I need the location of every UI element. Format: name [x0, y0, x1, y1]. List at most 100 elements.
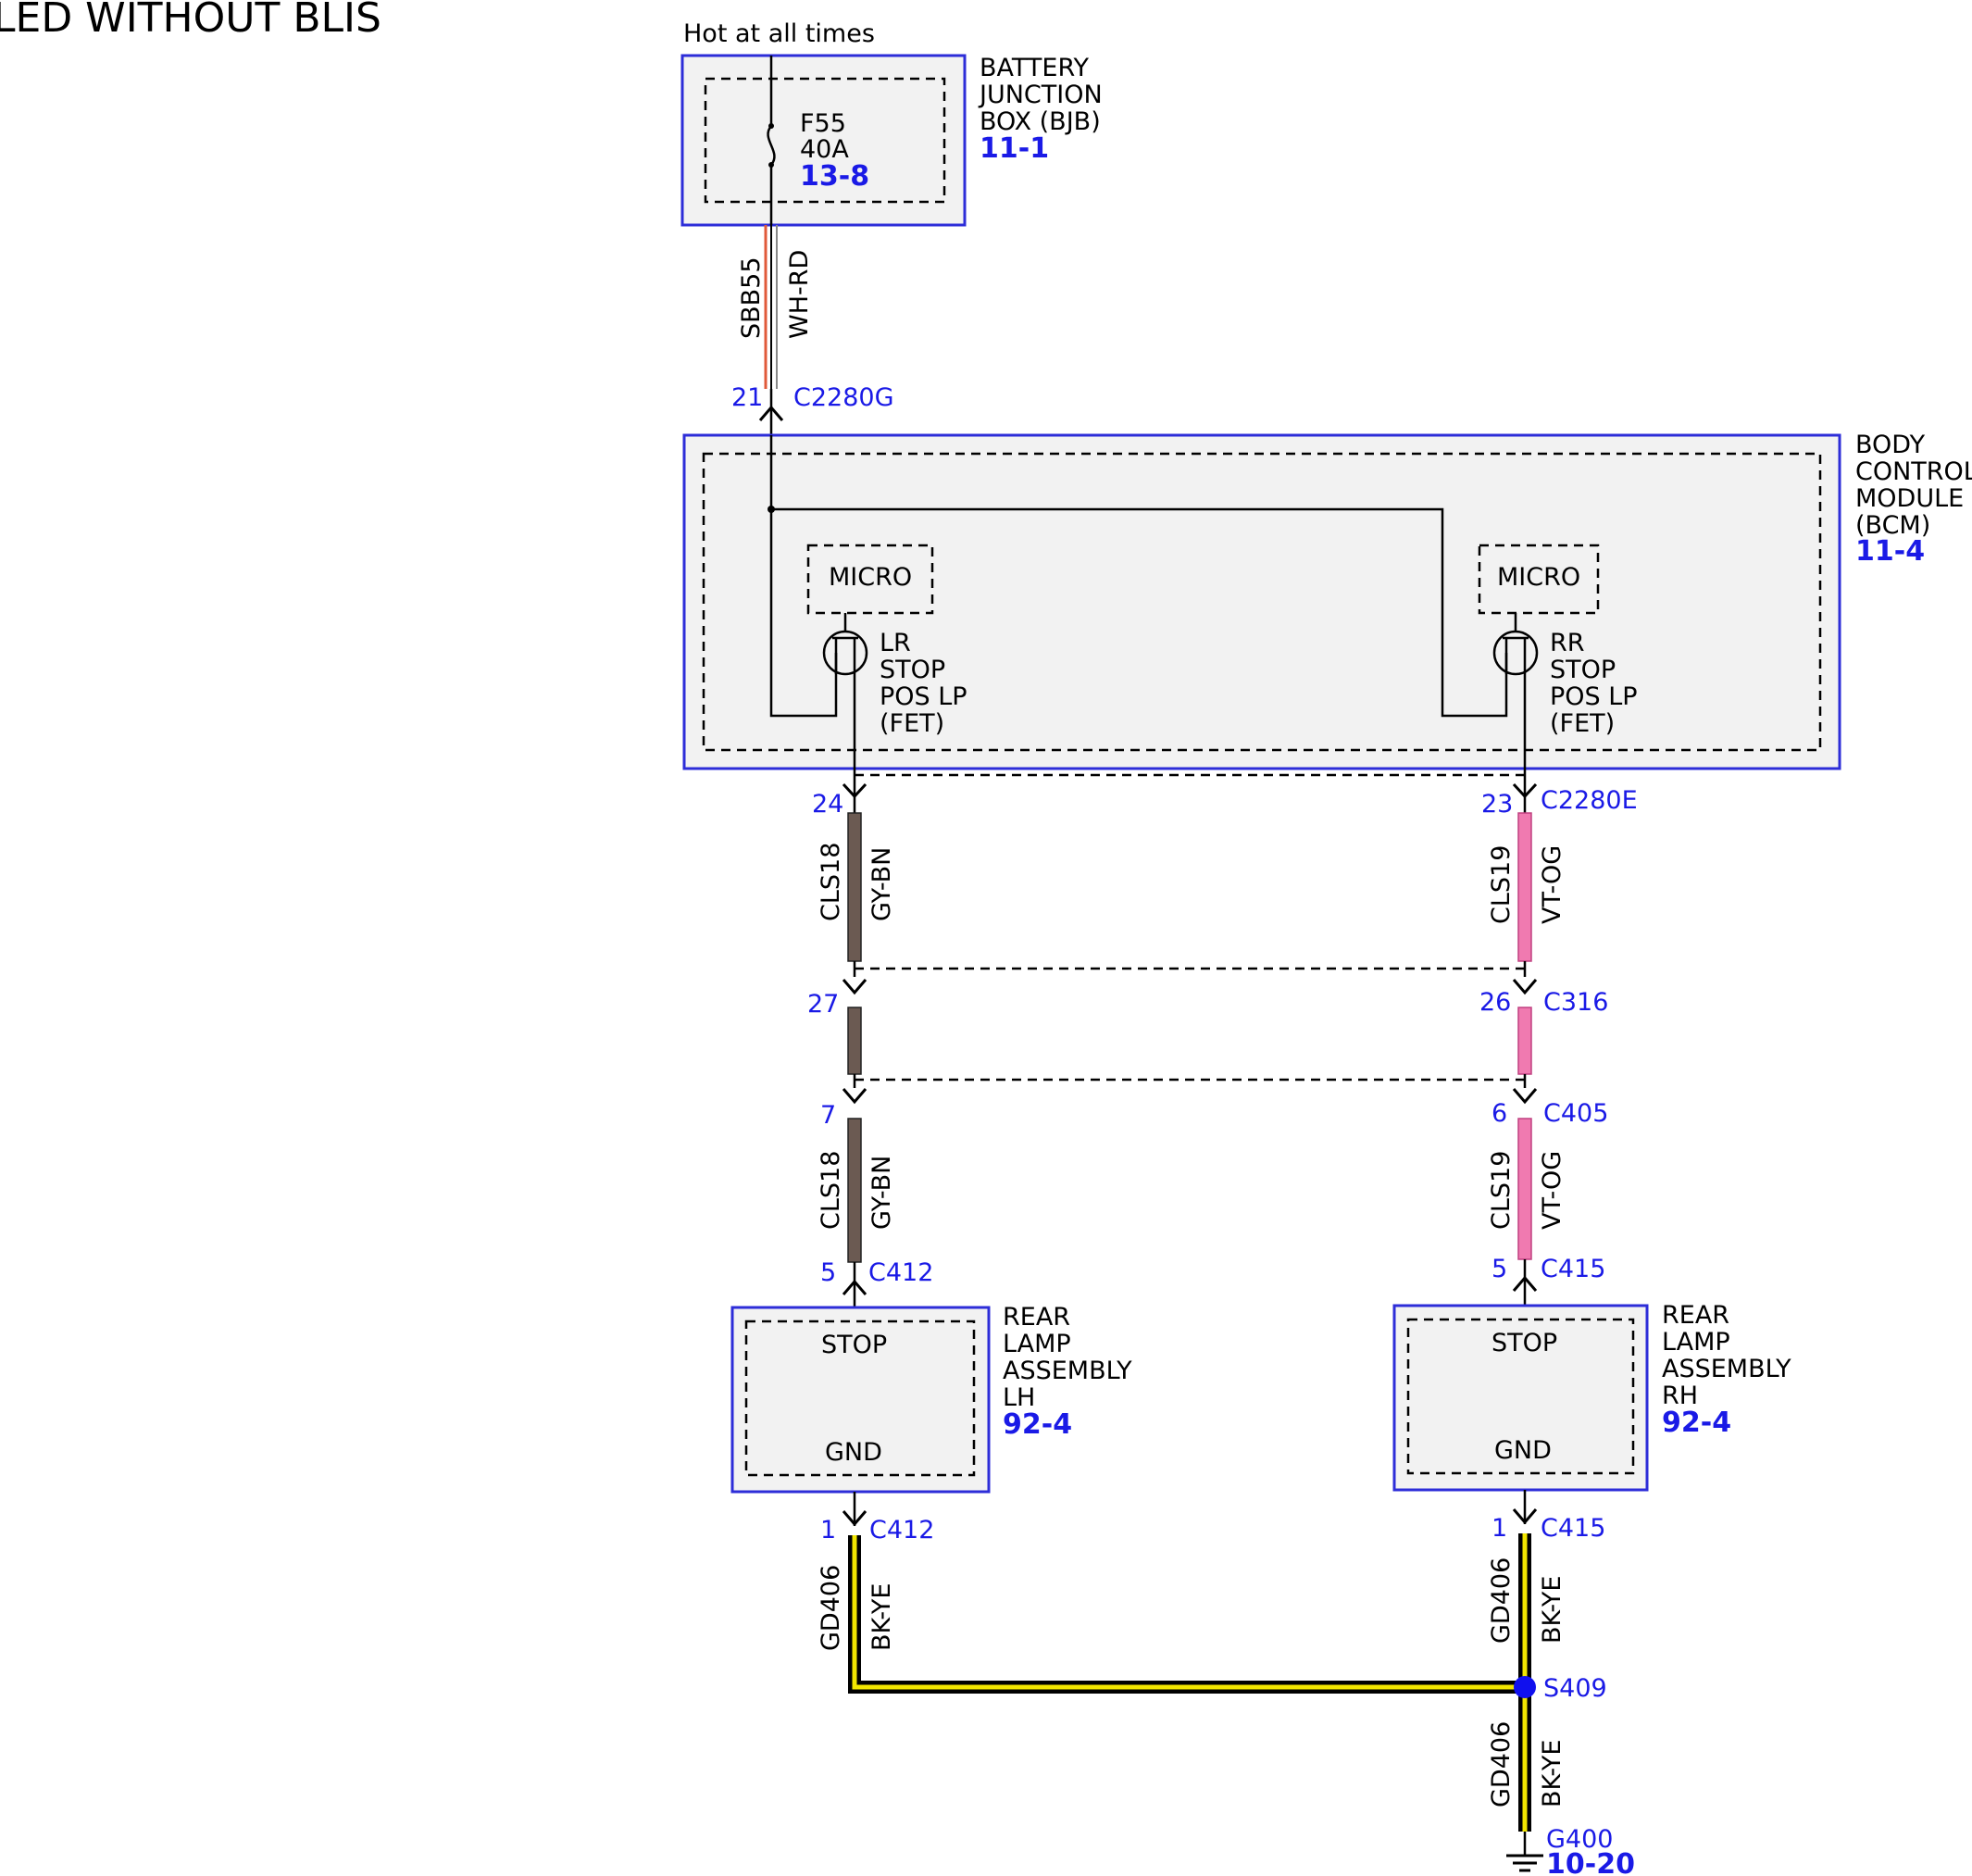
left-c316-pin-icon — [842, 979, 867, 995]
right-c316-connector: C316 — [1543, 988, 1608, 1017]
bjb-name-line-1: BATTERY — [980, 54, 1090, 82]
lamp-lh-name-line-1: REAR — [1003, 1303, 1070, 1332]
right-c316-pin-icon — [1512, 979, 1538, 995]
lamp-lh-inner-outline — [744, 1319, 976, 1477]
left-c316-pin-number: 27 — [807, 990, 839, 1019]
right-c405-pin-icon — [1512, 1088, 1538, 1105]
left-bcm-pin-number: 24 — [812, 790, 843, 819]
splice-name: S409 — [1543, 1674, 1607, 1703]
left-lamp-pin-number: 5 — [820, 1258, 836, 1287]
bcm-name-line-1: BODY — [1855, 431, 1926, 459]
rh-gnd-pin-icon — [1512, 1508, 1538, 1525]
right-wire-2-circuit: CLS19 — [1487, 1151, 1516, 1230]
left-fet-label-2: STOP — [880, 656, 945, 684]
bjb-ref-link[interactable]: 11-1 — [980, 132, 1049, 165]
right-fet-icon — [1492, 630, 1539, 676]
lamp-rh-name-line-3: ASSEMBLY — [1662, 1355, 1791, 1383]
bjb-name-line-3: BOX (BJB) — [980, 107, 1101, 136]
right-micro-label: MICRO — [1497, 563, 1580, 592]
right-fet-label-1: RR — [1550, 629, 1585, 657]
lamp-lh-stop-label: STOP — [821, 1331, 887, 1359]
bcm-left-supply-path — [769, 435, 838, 718]
left-fet-label-3: POS LP — [880, 682, 967, 711]
left-wire-2-color: GY-BN — [867, 1156, 896, 1230]
right-wire-1-circuit: CLS19 — [1487, 845, 1516, 924]
rh-gnd-connector: C415 — [1541, 1514, 1605, 1543]
rh-gnd-wire-circuit: GD406 — [1487, 1557, 1516, 1644]
right-wire-segment-1 — [1517, 812, 1532, 962]
bjb-inner-outline — [704, 77, 946, 204]
hot-at-all-times-label: Hot at all times — [683, 19, 875, 48]
lh-gnd-wire-color: BK-YE — [867, 1583, 896, 1652]
splice-out-circuit: GD406 — [1487, 1721, 1516, 1807]
right-wire-segment-2 — [1517, 1118, 1532, 1260]
left-wire-segment-1 — [847, 812, 862, 962]
lh-gnd-wire-outline — [848, 1535, 1525, 1694]
bcm-name-line-4: (BCM) — [1855, 511, 1930, 540]
lamp-lh-name-line-3: ASSEMBLY — [1003, 1357, 1132, 1385]
lamp-lh-ref-link[interactable]: 92-4 — [1003, 1408, 1072, 1441]
lamp-rh-box — [1392, 1304, 1649, 1492]
left-wire-2-circuit: CLS18 — [817, 1151, 845, 1230]
lamp-rh-ref-link[interactable]: 92-4 — [1662, 1407, 1731, 1439]
rh-gnd-wire-color: BK-YE — [1538, 1576, 1566, 1645]
lamp-rh-name-line-2: LAMP — [1662, 1328, 1730, 1357]
bcm-ref-link[interactable]: 11-4 — [1855, 535, 1925, 568]
left-wire-1-color: GY-BN — [867, 847, 896, 921]
left-lamp-connector: C412 — [868, 1258, 933, 1287]
lh-gnd-wire-stripe — [852, 1535, 1525, 1690]
lh-gnd-wire-circuit: GD406 — [817, 1565, 845, 1651]
right-fet-label-4: (FET) — [1550, 709, 1615, 738]
right-fet-label-3: POS LP — [1550, 682, 1638, 711]
right-wire-1-color: VT-OG — [1538, 845, 1566, 924]
left-c405-pin-icon — [842, 1088, 867, 1105]
diagram-title: LED WITHOUT BLIS — [0, 0, 381, 42]
left-fet-icon — [822, 630, 868, 676]
right-c405-connector: C405 — [1543, 1099, 1608, 1128]
bcm-name-line-2: CONTROL — [1855, 457, 1972, 486]
right-c405-pin-number: 6 — [1491, 1099, 1507, 1128]
feed-connector: C2280G — [793, 383, 894, 412]
left-wire-segment-2 — [847, 1118, 862, 1263]
right-c316-pin-number: 26 — [1479, 988, 1511, 1017]
lamp-lh-gnd-label: GND — [825, 1438, 882, 1467]
lamp-rh-inner-outline — [1406, 1318, 1635, 1475]
fuse-ref-link[interactable]: 13-8 — [800, 160, 869, 193]
right-bcm-connector: C2280E — [1541, 786, 1638, 815]
bjb-box — [680, 54, 967, 227]
lamp-lh-box — [730, 1306, 991, 1494]
lamp-lh-name-line-4: LH — [1003, 1383, 1035, 1412]
right-lamp-connector: C415 — [1541, 1255, 1605, 1283]
rh-gnd-pin-number: 1 — [1491, 1514, 1507, 1543]
ground-ref-link[interactable]: 10-20 — [1546, 1848, 1635, 1876]
lamp-lh-name-line-2: LAMP — [1003, 1330, 1071, 1358]
lamp-rh-name-line-4: RH — [1662, 1382, 1698, 1410]
splice-out-color: BK-YE — [1538, 1740, 1566, 1808]
bcm-name-line-3: MODULE — [1855, 484, 1964, 513]
right-fet-label-2: STOP — [1550, 656, 1616, 684]
bjb-name-line-2: JUNCTION — [978, 81, 1103, 109]
right-wire-segment-inline — [1517, 1007, 1532, 1075]
feed-wire-color: WH-RD — [785, 250, 814, 339]
left-c405-pin-number: 7 — [820, 1101, 836, 1130]
ground-name: G400 — [1546, 1825, 1613, 1854]
splice-s409-dot — [1514, 1676, 1536, 1698]
feed-pin-number: 21 — [731, 383, 763, 412]
left-wire-1-circuit: CLS18 — [817, 843, 845, 921]
left-micro-label: MICRO — [829, 563, 912, 592]
lamp-rh-stop-label: STOP — [1491, 1329, 1557, 1357]
right-wire-2-color: VT-OG — [1538, 1151, 1566, 1230]
feed-wire-circuit: SBB55 — [737, 256, 766, 339]
bcm-box — [682, 433, 1841, 770]
lh-gnd-pin-icon — [842, 1510, 867, 1527]
left-fet-label-4: (FET) — [880, 709, 944, 738]
bcm-right-supply-path — [771, 507, 1508, 718]
left-fet-label-1: LR — [880, 629, 911, 657]
fuse-name: F55 — [800, 109, 846, 138]
fuse-symbol-icon — [767, 125, 776, 166]
lh-gnd-pin-number: 1 — [820, 1516, 836, 1545]
fuse-rating: 40A — [800, 135, 849, 164]
lamp-rh-name-line-1: REAR — [1662, 1301, 1729, 1330]
right-bcm-pin-number: 23 — [1481, 790, 1513, 819]
